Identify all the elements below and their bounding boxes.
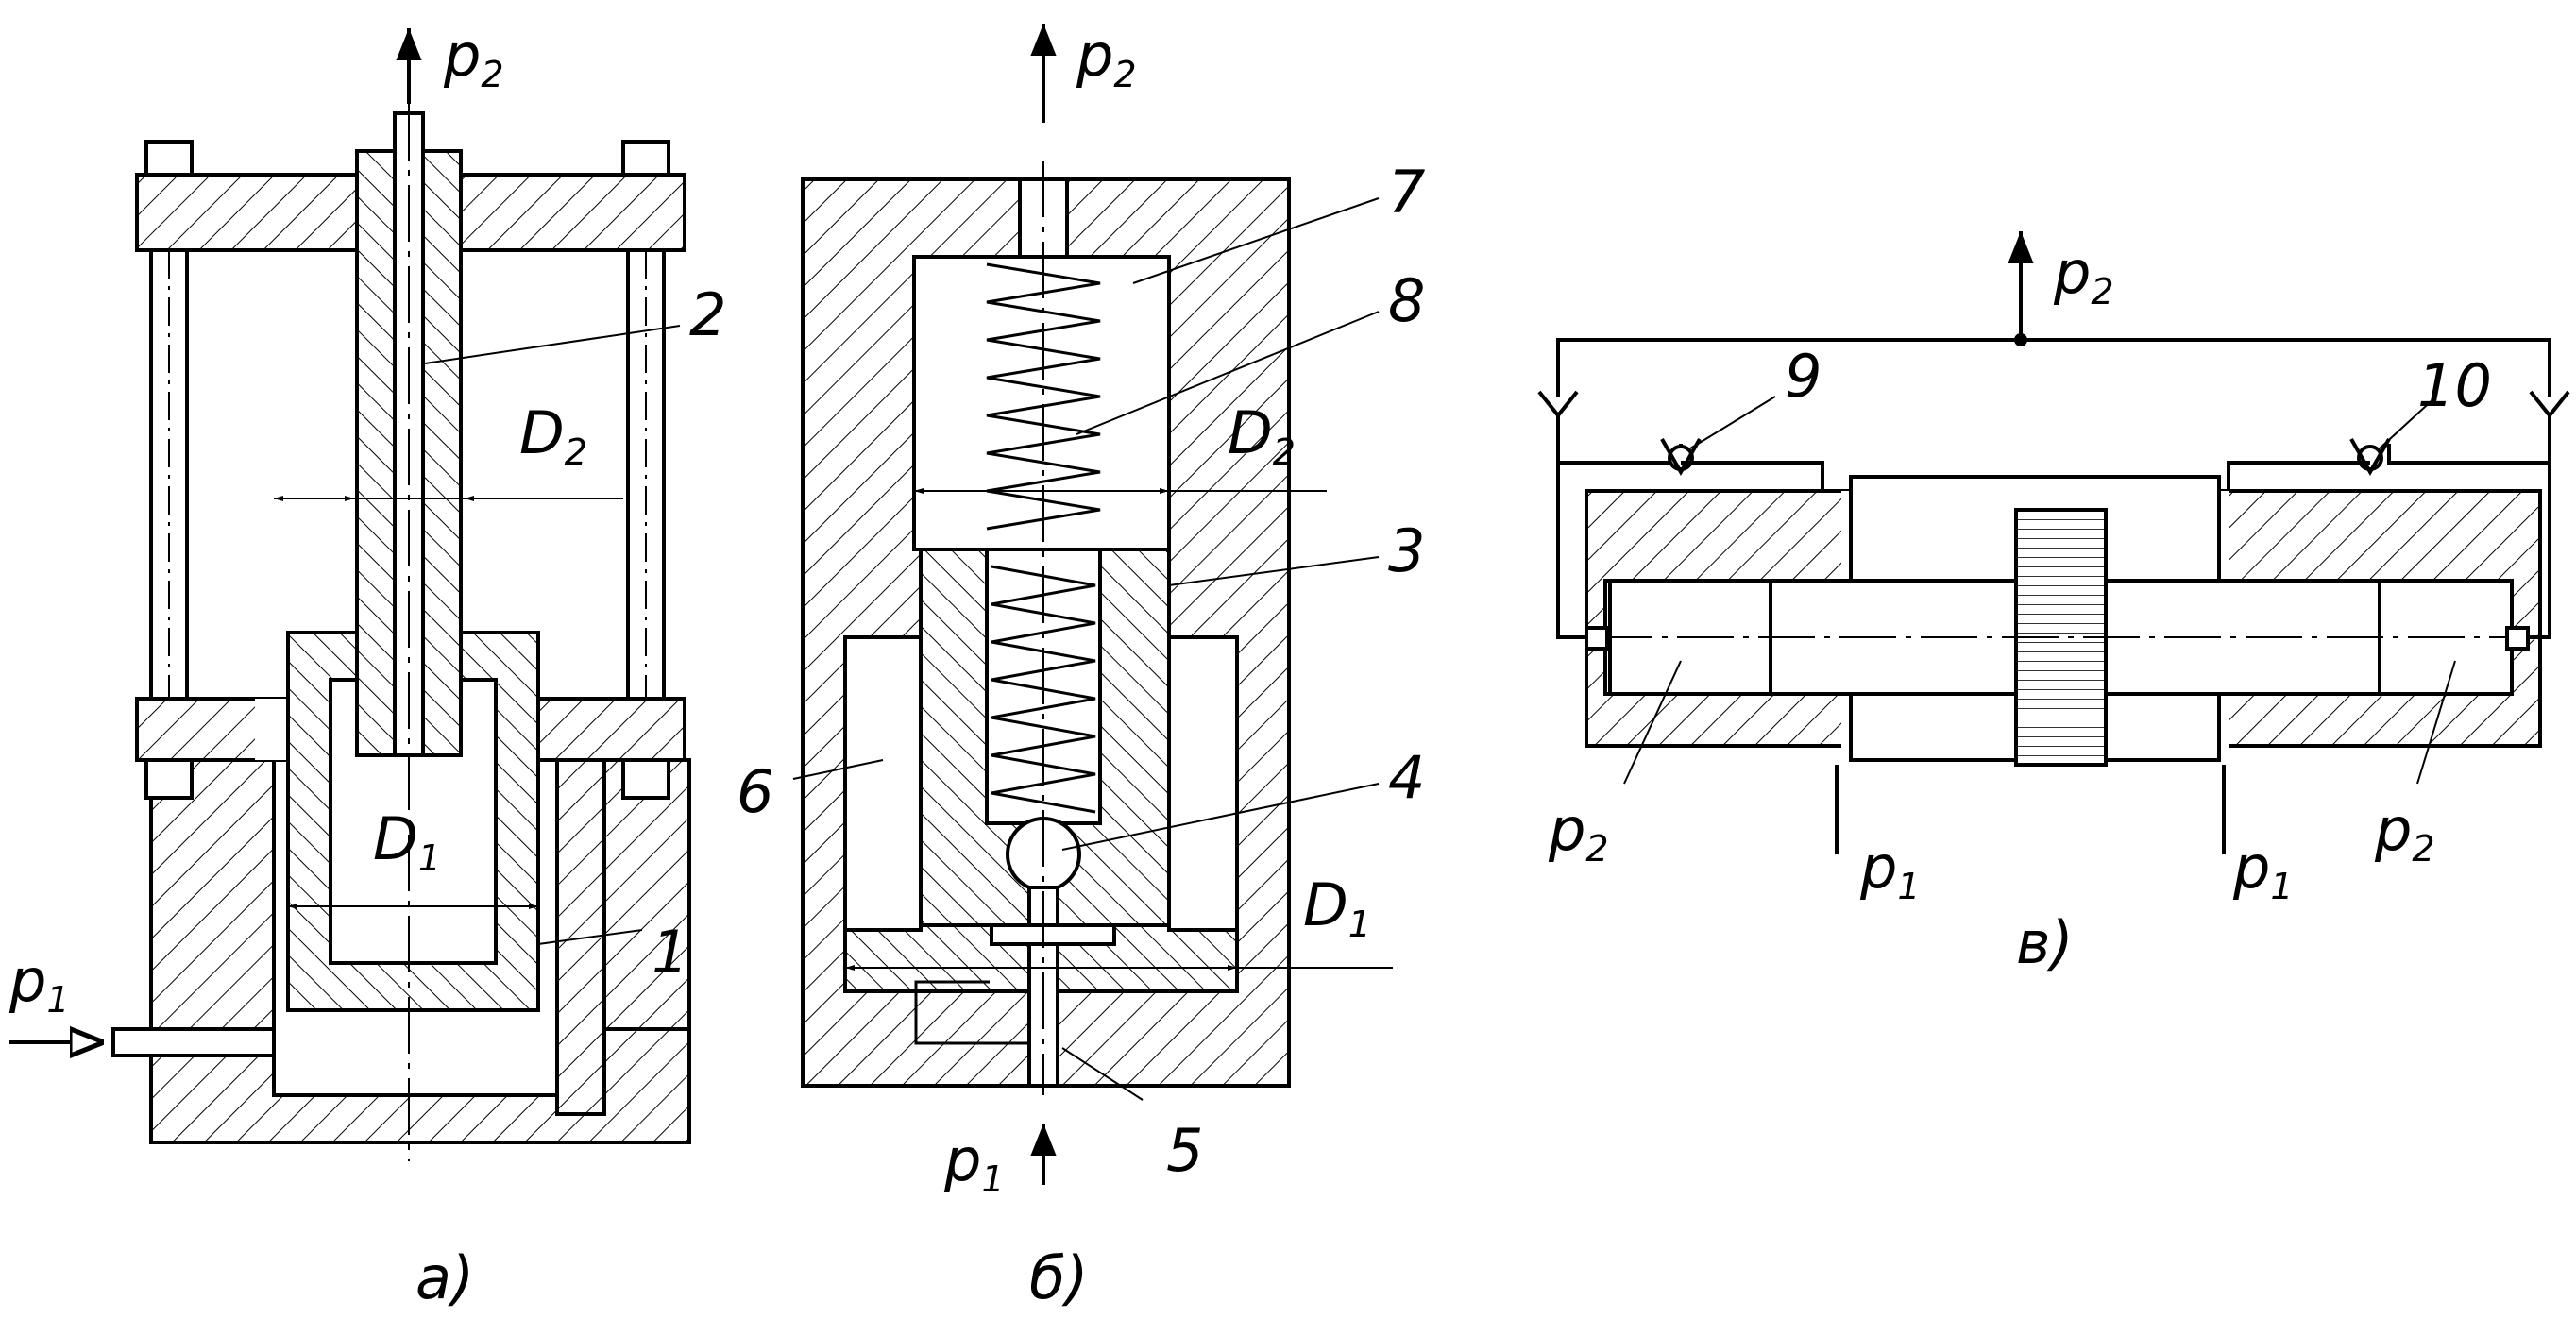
- callout-1: 1: [652, 918, 688, 987]
- svg-text:D2: D2: [519, 398, 587, 473]
- svg-text:p2: p2: [1548, 795, 1609, 870]
- callout-3: 3: [1388, 516, 1425, 585]
- svg-text:p2: p2: [1076, 21, 1137, 95]
- chamber-right: [1167, 635, 1239, 932]
- svg-text:p1: p1: [1859, 833, 1921, 907]
- caption-c: в): [2016, 908, 2074, 977]
- panel-c: [1537, 231, 2570, 854]
- caption-b: б): [1029, 1243, 1088, 1312]
- svg-text:p2: p2: [443, 21, 504, 95]
- svg-text:p2: p2: [2053, 238, 2114, 313]
- svg-text:p1: p1: [8, 946, 70, 1021]
- panel-b-labels: p2 D2 D1 p1 7 8 3 6 4 5 б): [737, 21, 1425, 1312]
- spring-8: [986, 262, 1101, 531]
- inlet-pipe: [111, 1027, 276, 1057]
- callout-4: 4: [1388, 743, 1425, 812]
- svg-text:D1: D1: [1303, 870, 1371, 945]
- svg-text:p1: p1: [943, 1125, 1005, 1200]
- panel-b: [792, 24, 1393, 1185]
- callout-6: 6: [737, 757, 773, 826]
- callout-10: 10: [2417, 351, 2492, 420]
- panel-c-labels: p2 9 10 p2 p1 p1 p2 в): [1548, 238, 2492, 977]
- callout-9: 9: [1785, 342, 1822, 411]
- svg-text:D2: D2: [1228, 398, 1296, 473]
- chamber-6: [843, 635, 923, 932]
- caption-a: а): [415, 1243, 474, 1312]
- callout-2: 2: [689, 280, 726, 349]
- svg-text:p2: p2: [2374, 795, 2435, 870]
- panel-a-labels: p2 D2 D1 p1 2 1 а): [8, 21, 726, 1312]
- callout-5: 5: [1166, 1116, 1203, 1185]
- manifold: [1556, 338, 2551, 397]
- callout-7: 7: [1388, 158, 1425, 227]
- svg-text:D1: D1: [373, 804, 441, 879]
- svg-text:p1: p1: [2232, 833, 2294, 907]
- panel-a: [9, 28, 691, 1161]
- callout-8: 8: [1388, 266, 1425, 335]
